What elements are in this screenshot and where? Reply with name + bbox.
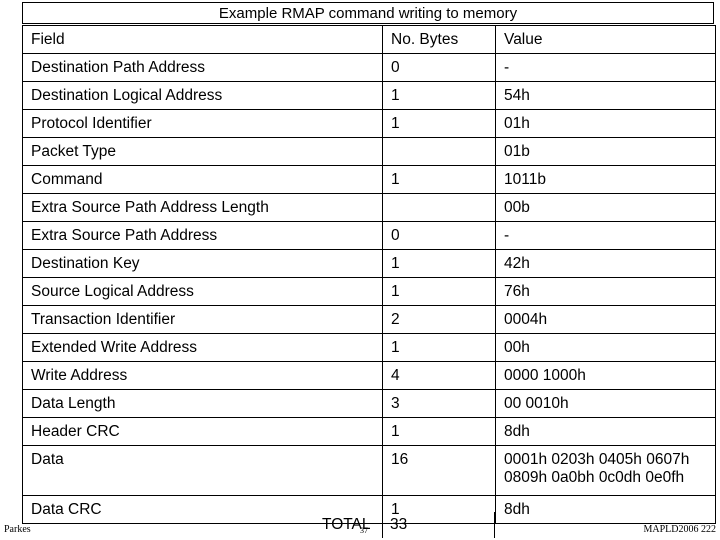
value-cell: 8dh: [495, 495, 716, 524]
value-cell: 76h: [495, 277, 716, 306]
total-value: 33: [390, 516, 408, 533]
field-cell: Extra Source Path Address: [22, 221, 383, 250]
value-cell: 42h: [495, 249, 716, 278]
value-cell: 0004h: [495, 305, 716, 334]
field-cell: Data Length: [22, 389, 383, 418]
table-row: Data Length 3 00 0010h: [22, 389, 716, 418]
table-title: Example RMAP command writing to memory: [22, 2, 714, 24]
table-row: Header CRC 1 8dh: [22, 417, 716, 446]
table-row: Extra Source Path Address Length 00b: [22, 193, 716, 222]
footer-author: Parkes: [4, 524, 31, 535]
field-cell: Destination Path Address: [22, 53, 383, 82]
table-row: Source Logical Address 1 76h: [22, 277, 716, 306]
bytes-cell: 1: [382, 109, 496, 138]
table-row: Destination Path Address 0 -: [22, 53, 716, 82]
bytes-cell: 1: [382, 81, 496, 110]
table-row: Destination Logical Address 1 54h: [22, 81, 716, 110]
field-cell: Extra Source Path Address Length: [22, 193, 383, 222]
value-line: 0809h 0a0bh 0c0dh 0e0fh: [504, 469, 685, 486]
value-cell: 00h: [495, 333, 716, 362]
bytes-cell: 1: [382, 165, 496, 194]
table-row: Packet Type 01b: [22, 137, 716, 166]
table-row: Data 16 0001h 0203h 0405h 0607h 0809h 0a…: [22, 445, 716, 496]
table-row: Destination Key 1 42h: [22, 249, 716, 278]
footer-conference: MAPLD2006 222: [643, 524, 716, 535]
field-cell: Transaction Identifier: [22, 305, 383, 334]
header-value: Value: [495, 25, 716, 54]
table-row: Command 1 1011b: [22, 165, 716, 194]
field-cell: Destination Logical Address: [22, 81, 383, 110]
bytes-cell: 16: [382, 445, 496, 496]
table-row: Protocol Identifier 1 01h: [22, 109, 716, 138]
field-cell: Data: [22, 445, 383, 496]
bytes-cell: 3: [382, 389, 496, 418]
field-cell: Header CRC: [22, 417, 383, 446]
value-line: 0001h 0203h 0405h 0607h: [504, 451, 690, 468]
bytes-cell: 1: [382, 249, 496, 278]
bytes-cell: 1: [382, 333, 496, 362]
bytes-cell: 0: [382, 221, 496, 250]
header-row: Field No. Bytes Value: [22, 25, 716, 54]
value-cell: 54h: [495, 81, 716, 110]
value-cell: 00 0010h: [495, 389, 716, 418]
field-cell: Command: [22, 165, 383, 194]
rmap-command-table: Field No. Bytes Value Destination Path A…: [22, 25, 716, 524]
table-row: Write Address 4 0000 1000h: [22, 361, 716, 390]
field-cell: Extended Write Address: [22, 333, 383, 362]
bytes-cell: 1: [382, 495, 496, 524]
field-cell: Protocol Identifier: [22, 109, 383, 138]
bytes-cell: [382, 193, 496, 222]
total-box: [382, 512, 495, 538]
bytes-cell: [382, 137, 496, 166]
table-row: Data CRC 1 8dh: [22, 495, 716, 524]
value-cell: 0000 1000h: [495, 361, 716, 390]
value-cell: -: [495, 53, 716, 82]
page-number: 37: [360, 526, 368, 535]
field-cell: Write Address: [22, 361, 383, 390]
value-cell: 8dh: [495, 417, 716, 446]
value-cell: 01b: [495, 137, 716, 166]
header-bytes: No. Bytes: [382, 25, 496, 54]
bytes-cell: 1: [382, 277, 496, 306]
field-cell: Destination Key: [22, 249, 383, 278]
table-row: Extended Write Address 1 00h: [22, 333, 716, 362]
bytes-cell: 0: [382, 53, 496, 82]
value-cell: 00b: [495, 193, 716, 222]
value-cell: -: [495, 221, 716, 250]
header-field: Field: [22, 25, 383, 54]
total-label: TOTAL: [322, 516, 371, 533]
bytes-cell: 4: [382, 361, 496, 390]
table-row: Transaction Identifier 2 0004h: [22, 305, 716, 334]
field-cell: Packet Type: [22, 137, 383, 166]
bytes-cell: 2: [382, 305, 496, 334]
field-cell: Data CRC: [22, 495, 383, 524]
value-cell: 01h: [495, 109, 716, 138]
value-cell: 1011b: [495, 165, 716, 194]
bytes-cell: 1: [382, 417, 496, 446]
field-cell: Source Logical Address: [22, 277, 383, 306]
value-cell: 0001h 0203h 0405h 0607h 0809h 0a0bh 0c0d…: [495, 445, 716, 496]
table-row: Extra Source Path Address 0 -: [22, 221, 716, 250]
